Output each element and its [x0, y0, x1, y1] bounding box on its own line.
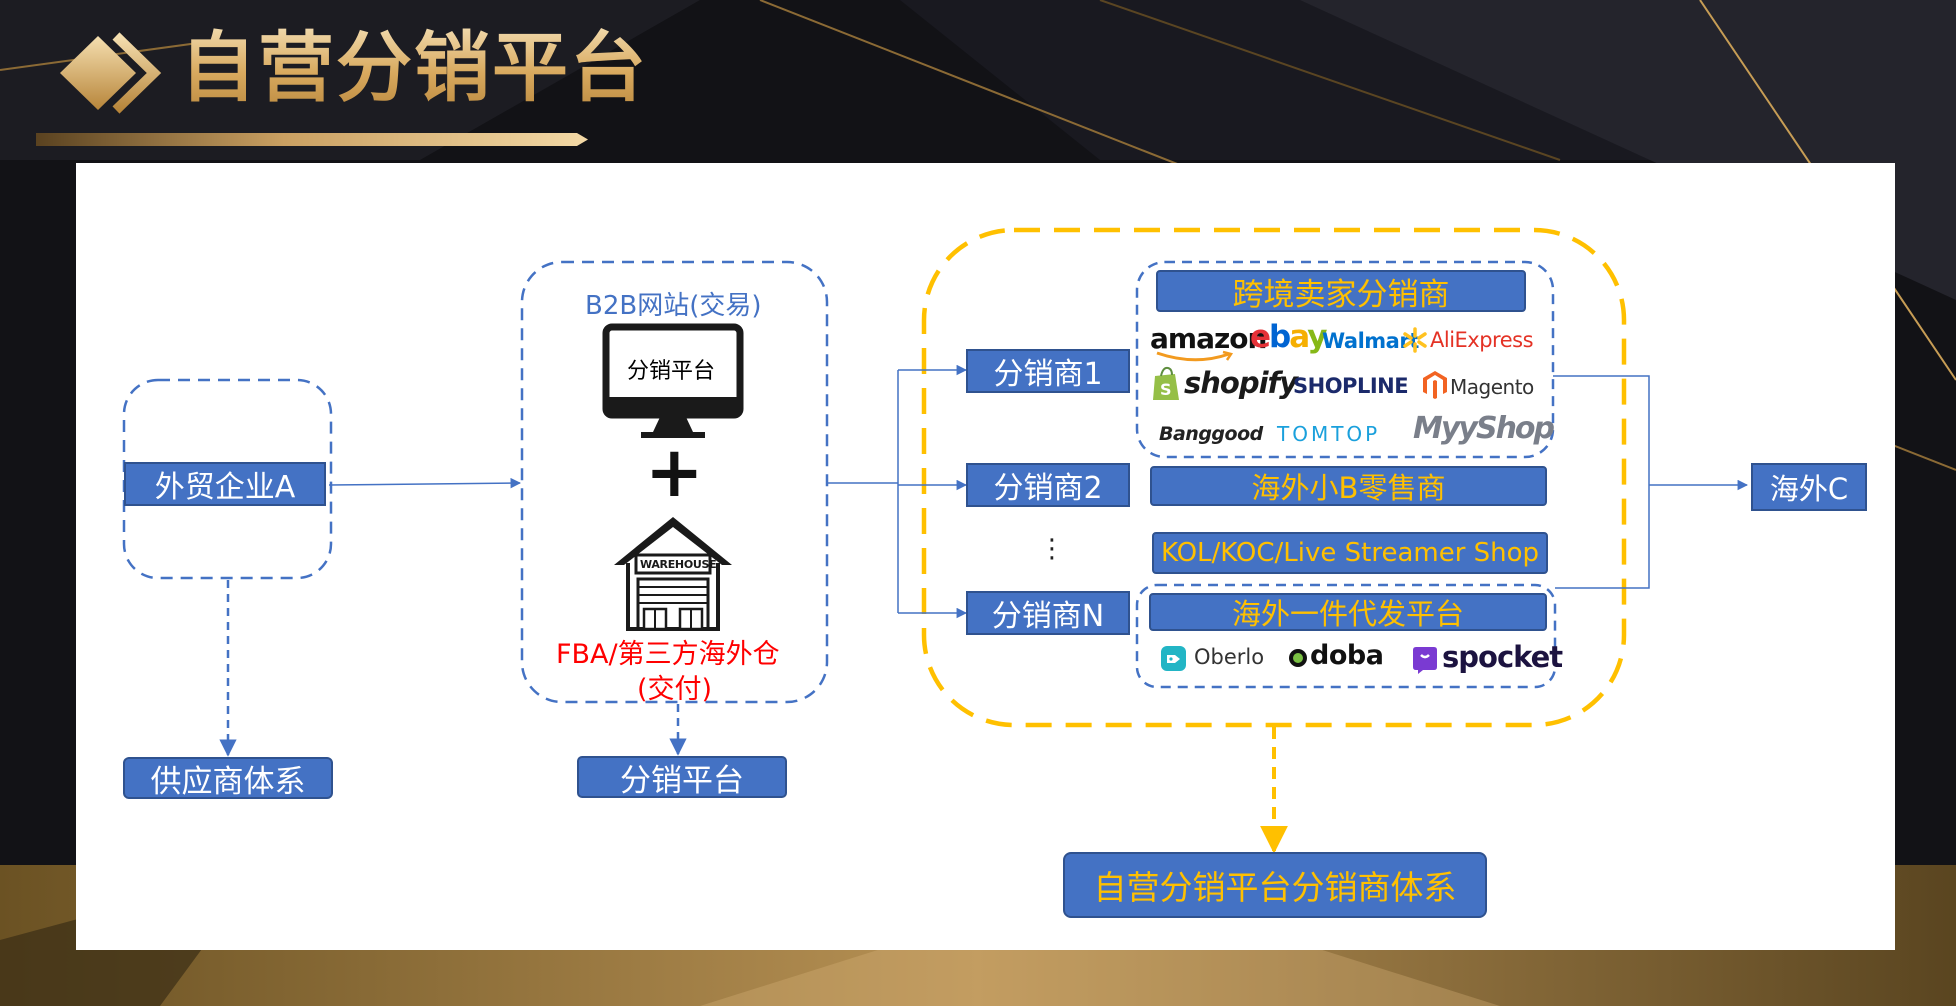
ellipsis-vertical: ⋮ — [1039, 534, 1065, 564]
computer-monitor-icon — [602, 323, 744, 438]
shopline-logo: SHOPLINE — [1293, 374, 1409, 398]
distributor-n-box: 分销商N — [966, 591, 1130, 635]
ebay-letter-y: y — [1307, 319, 1327, 355]
page-title: 自营分销平台 — [180, 18, 648, 118]
amazon-smile-icon — [1156, 350, 1234, 362]
ebay-logo: ebay — [1250, 319, 1327, 355]
distribution-platform-box: 分销平台 — [577, 756, 787, 799]
kol-shop-box: KOL/KOC/Live Streamer Shop — [1152, 532, 1548, 574]
magento-logo: Magento — [1450, 375, 1534, 399]
overseas-c-box: 海外C — [1751, 463, 1867, 511]
myshop-logo: MyyShop — [1413, 411, 1555, 446]
tomtop-logo: TOMTOP — [1277, 422, 1381, 446]
banggood-logo: Banggood — [1159, 423, 1263, 445]
plus-sign: + — [645, 431, 704, 513]
b2b-site-label: B2B网站(交易) — [585, 291, 762, 321]
fba-warehouse-label: FBA/第三方海外仓 — [556, 639, 780, 670]
amazon-logo: amazon — [1150, 322, 1267, 355]
warehouse-sign-text: WAREHOUSE — [640, 558, 717, 571]
supplier-system-box: 供应商体系 — [123, 757, 333, 800]
distributor-2-box: 分销商2 — [966, 463, 1130, 507]
dropship-platform-box: 海外一件代发平台 — [1149, 593, 1547, 631]
oberlo-icon — [1161, 646, 1186, 671]
shopify-bag-icon: S — [1153, 366, 1179, 400]
magento-icon — [1423, 371, 1447, 399]
walmart-spark-icon — [1403, 327, 1427, 353]
warehouse-icon — [614, 517, 732, 631]
oberlo-logo: Oberlo — [1194, 645, 1265, 669]
overseas-small-b-box: 海外小B零售商 — [1150, 466, 1547, 506]
content-panel — [76, 163, 1895, 950]
doba-icon — [1289, 649, 1307, 667]
title-diamond-icon — [60, 32, 162, 114]
svg-text:S: S — [1160, 380, 1172, 399]
distributor-1-box: 分销商1 — [966, 349, 1130, 393]
ebay-letter-a: a — [1289, 319, 1309, 355]
ebay-letter-e: e — [1250, 319, 1271, 355]
fba-delivery-label: (交付) — [637, 674, 713, 705]
shopify-logo: shopify — [1184, 366, 1298, 400]
trade-company-box: 外贸企业A — [124, 462, 326, 506]
cross-border-seller-box: 跨境卖家分销商 — [1156, 270, 1526, 313]
monitor-label: 分销平台 — [627, 359, 716, 384]
doba-logo: doba — [1310, 640, 1384, 671]
spocket-logo: spocket — [1442, 640, 1563, 674]
title-underline — [36, 133, 588, 146]
spocket-icon — [1413, 647, 1437, 674]
ebay-letter-b: b — [1269, 319, 1291, 355]
walmart-logo: Walmart — [1322, 329, 1419, 353]
self-distribution-system-box: 自营分销平台分销商体系 — [1063, 852, 1487, 918]
aliexpress-logo: AliExpress — [1430, 328, 1534, 352]
